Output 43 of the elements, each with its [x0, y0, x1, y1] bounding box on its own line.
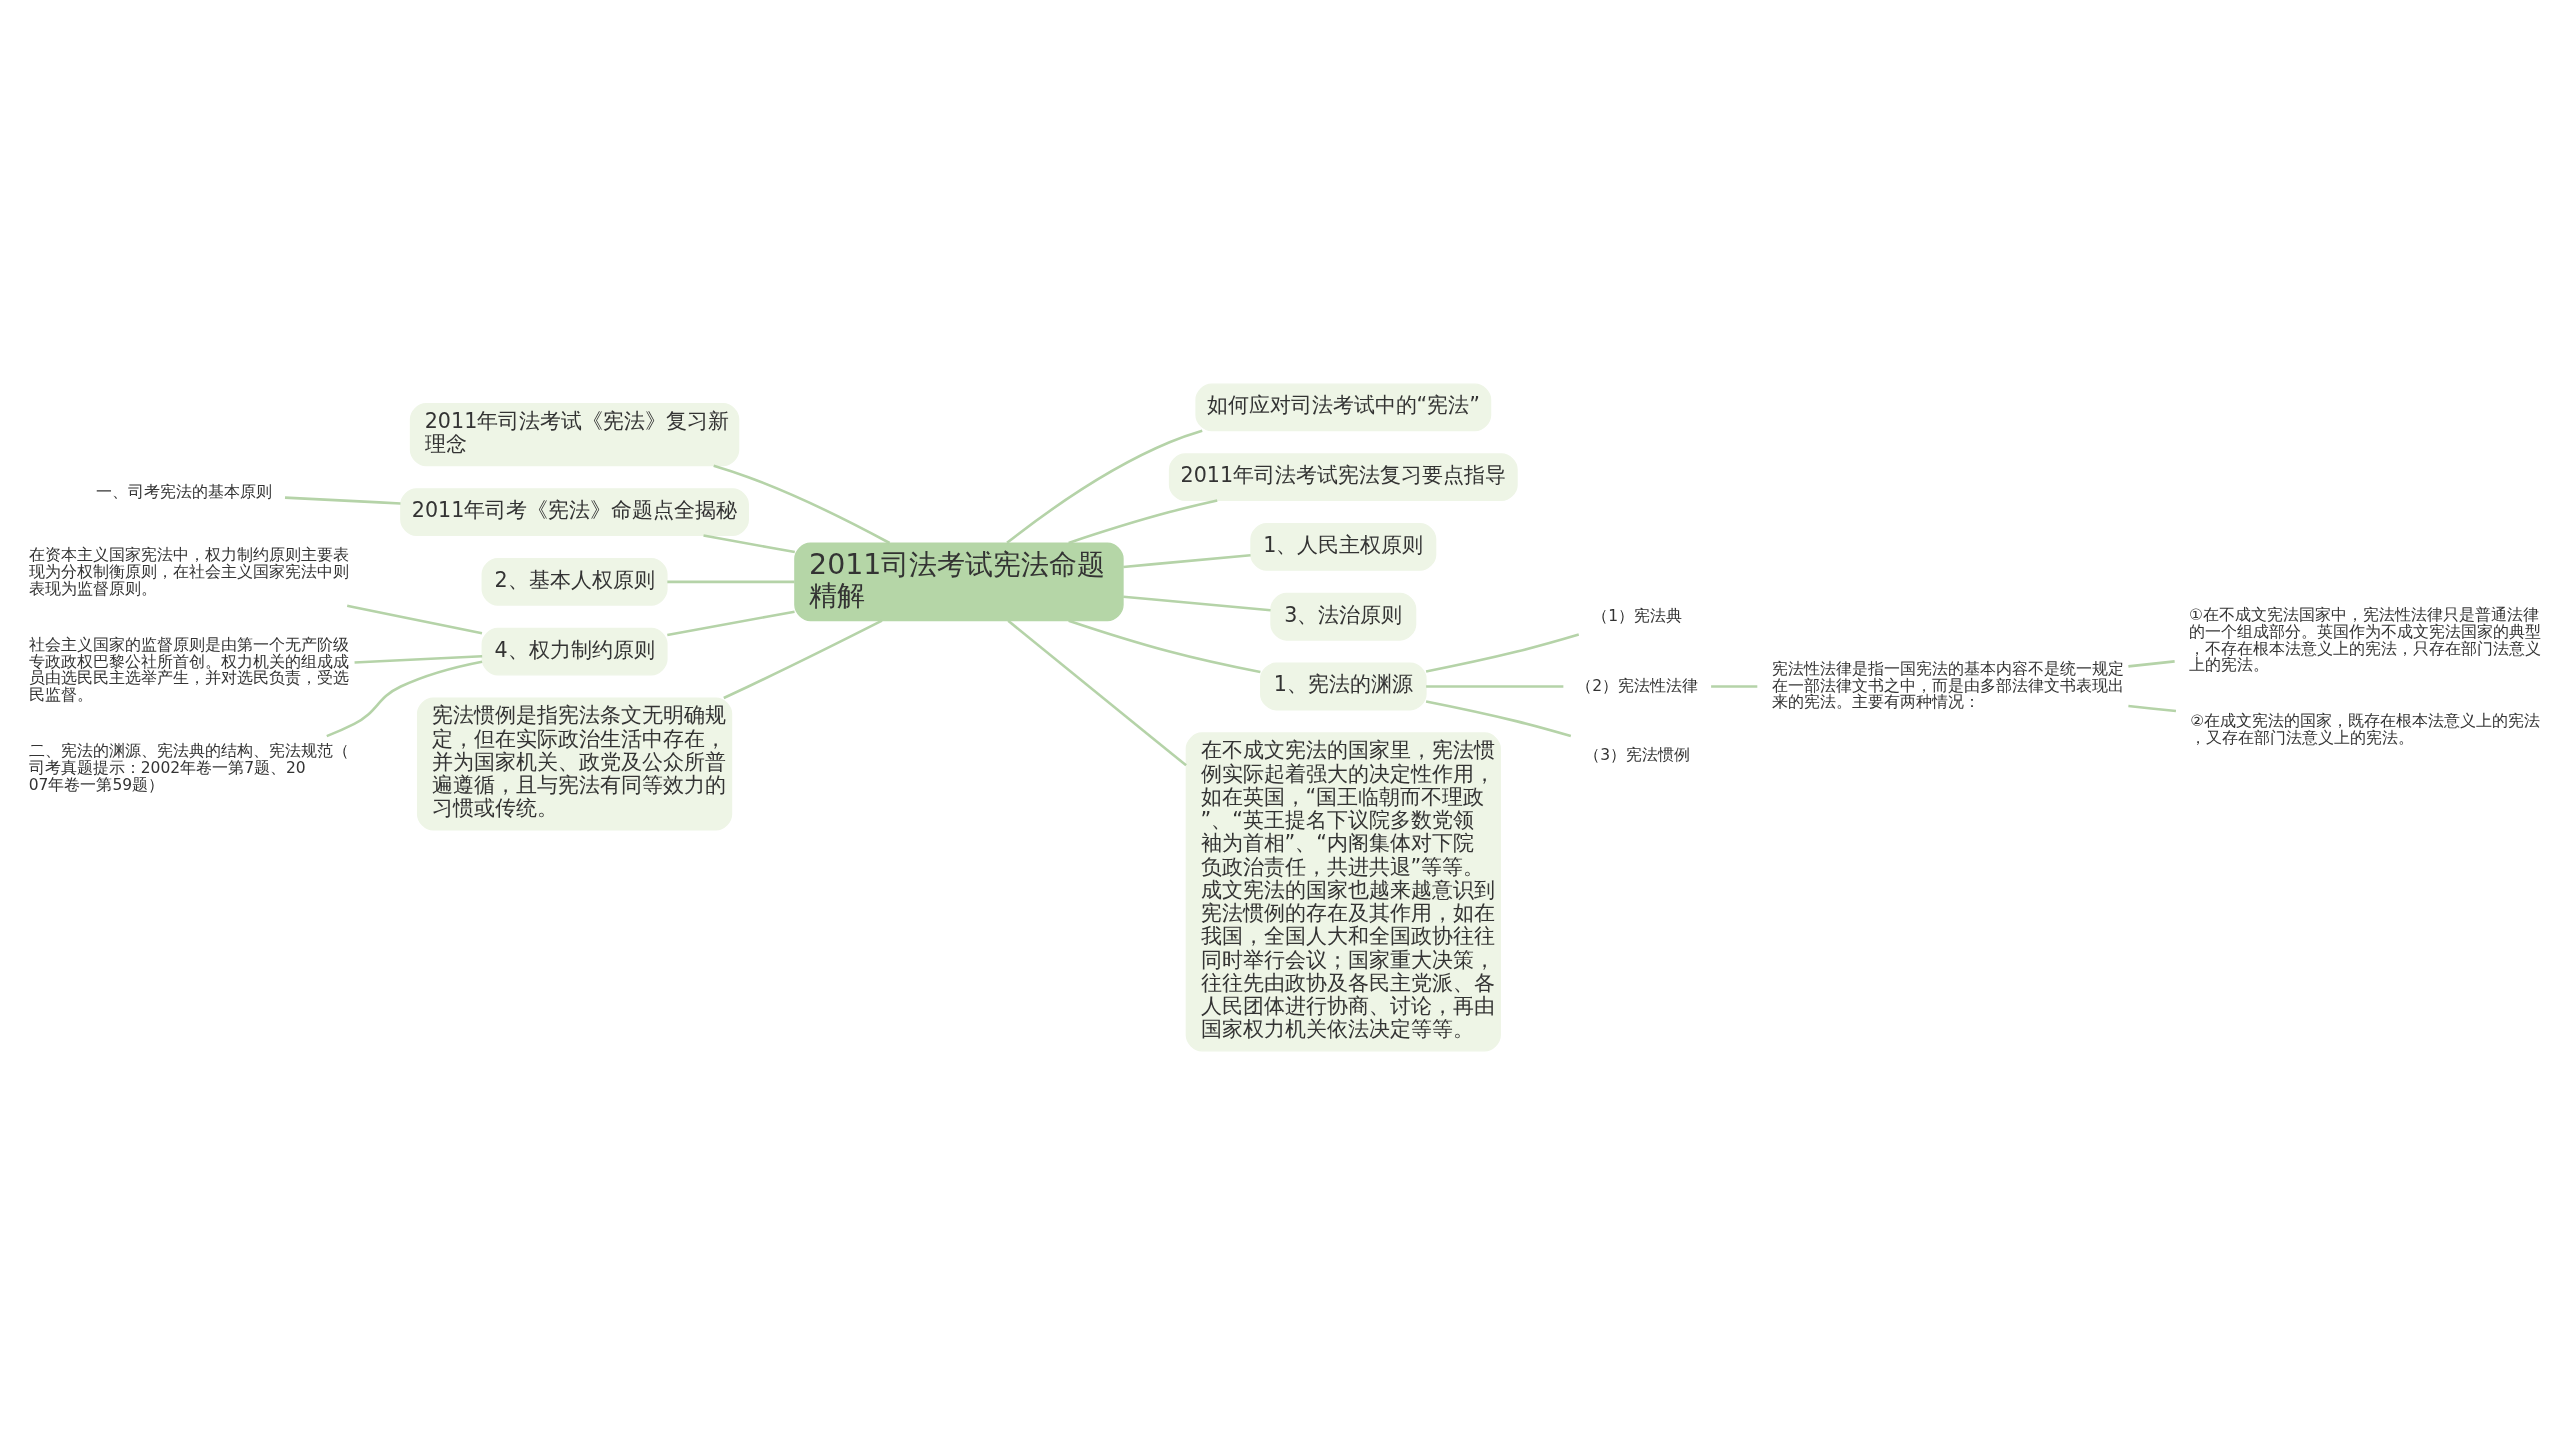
connector — [1426, 685, 1564, 688]
node-box: 4、权力制约原则 — [481, 627, 668, 676]
node-box: 2011年司法考试宪法复习要点指导 — [1168, 453, 1518, 502]
node-box: 2011年司考《宪法》命题点全揭秘 — [400, 488, 749, 536]
connector — [1425, 633, 1580, 673]
connector — [1068, 499, 1218, 545]
connector — [713, 464, 891, 545]
node-box: 如何应对司法考试中的“宪法” — [1195, 383, 1492, 432]
connector — [723, 619, 883, 700]
connector — [1068, 619, 1261, 674]
connector — [2128, 704, 2177, 713]
connector — [703, 534, 796, 554]
node-box: 宪法惯例是指宪法条文无明确规定，但在实际政治生活中存在，并为国家机关、政党及公众所普遍遵循，且与宪法有同等效力的习惯或传统。 — [416, 697, 733, 831]
node-text: （2）宪法性法律 — [1576, 676, 1699, 695]
node-text: （1）宪法典 — [1592, 606, 1683, 625]
connector — [346, 604, 483, 635]
node-box: 2011年司法考试《宪法》复习新理念 — [409, 402, 740, 467]
connector — [667, 610, 795, 637]
connector — [354, 654, 483, 664]
connector — [2128, 660, 2175, 668]
node-text: ①在不成文宪法国家中，宪法性法律只是普通法律的一个组成部分。英国作为不成文宪法国家的典型，不存在根本法意义上的宪法，只存在部门法意义上的宪法。 — [2188, 606, 2541, 675]
node-text: 在资本主义国家宪法中，权力制约原则主要表现为分权制衡原则，在社会主义国家宪法中则表现为监督原则。 — [28, 546, 349, 598]
node-box: 在不成文宪法的国家里，宪法惯例实际起着强大的决定性作用，如在英国，“国王临朝而不理政”、“英王提名下议院多数党领袖为首相”、“内阁集体对下院负政治责任，共进共退”等等。成文宪法的国家也越来越意识到宪法惯例的存在及其作用，如在我国，全国人大和全国政协往往同时举行会议；国家重大决策，往往先由政协及各民主党派、各人民团体进行协商、讨论，再由国家权力机关依法决定等等。 — [1185, 732, 1501, 1052]
node-box: 2、基本人权原则 — [481, 557, 668, 606]
node-text: 一、司考宪法的基本原则 — [96, 482, 273, 501]
connector — [667, 580, 795, 584]
connector — [284, 496, 401, 505]
node-text: （3）宪法惯例 — [1584, 746, 1691, 765]
node-text: 宪法性法律是指一国宪法的基本内容不是统一规定在一部法律文书之中，而是由多部法律文书表现出来的宪法。主要有两种情况： — [1771, 659, 2124, 712]
connector — [326, 660, 483, 738]
connector — [1123, 554, 1251, 569]
connector — [1425, 700, 1572, 738]
node-text: ②在成文宪法的国家，既存在根本法意义上的宪法，又存在部门法意义上的宪法。 — [2190, 712, 2541, 747]
node-box: 2011司法考试宪法命题精解 — [794, 542, 1124, 622]
connector — [1007, 619, 1187, 767]
connector — [1123, 595, 1271, 612]
node-text: 社会主义国家的监督原则是由第一个无产阶级专政政权巴黎公社所首创。权力机关的组成成员由选民民主选举产生，并对选民负责，受选民监督。 — [28, 635, 349, 705]
node-box: 1、宪法的渊源 — [1259, 662, 1427, 711]
connector — [1711, 685, 1758, 688]
node-box: 1、人民主权原则 — [1250, 523, 1437, 571]
node-text: 二、宪法的渊源、宪法典的结构、宪法规范（司考真题提示：2002年卷一第7题、2007年卷一第59题） — [28, 742, 349, 794]
node-box: 3、法治原则 — [1270, 592, 1417, 641]
connector — [1006, 429, 1203, 544]
